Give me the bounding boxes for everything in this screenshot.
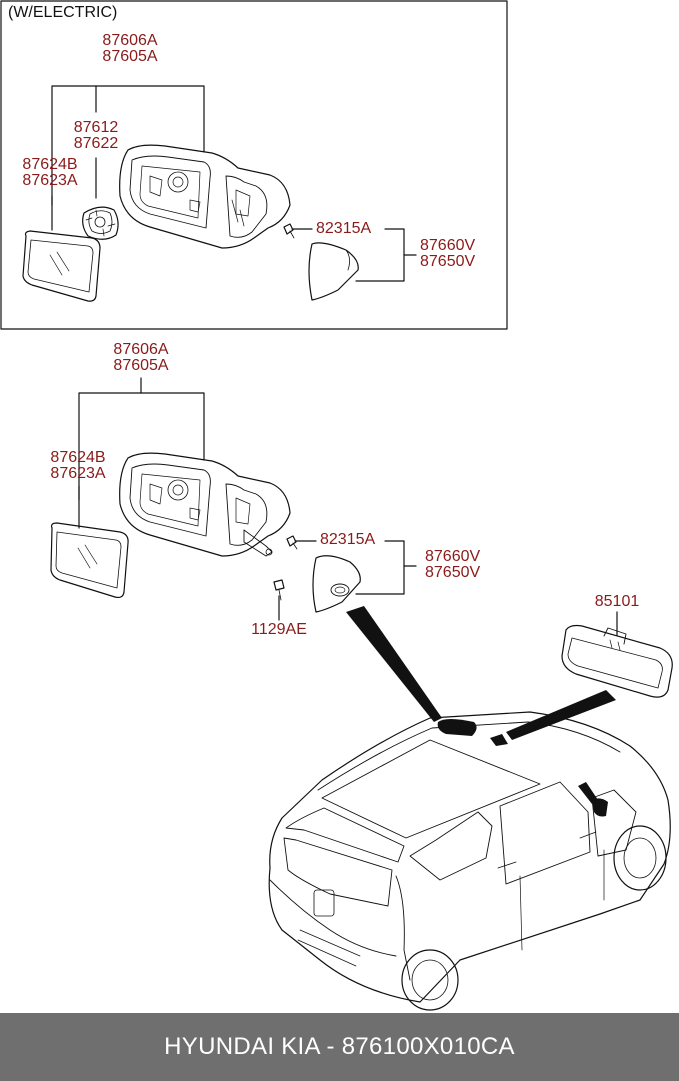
lower-bolt <box>273 579 285 601</box>
part-number-footer: HYUNDAI KIA - 876100X010CA <box>0 1013 679 1081</box>
location-pointers <box>346 606 616 817</box>
lower-mirror-housing <box>119 452 291 557</box>
diagram-drawing <box>0 0 673 1011</box>
label-lower-bolt: 1129AE <box>251 621 307 638</box>
lower-mirror-glass <box>50 522 129 599</box>
inner-rearview-mirror <box>561 624 673 698</box>
upper-leader-lines <box>51 85 417 282</box>
upper-mirror-housing <box>119 144 291 249</box>
footer-text: HYUNDAI KIA - 876100X010CA <box>164 1033 515 1060</box>
car-illustration <box>268 711 671 1011</box>
upper-screw <box>283 223 295 239</box>
upper-actuator <box>82 206 119 240</box>
box-title: (W/ELECTRIC) <box>8 4 118 21</box>
label-inner-mirror: 85101 <box>594 593 640 610</box>
label-lower-screw: 82315A <box>320 531 376 548</box>
lower-mirror-cover <box>312 555 361 613</box>
lower-leader-lines <box>78 377 618 636</box>
upper-mirror-glass <box>22 230 101 302</box>
label-upper-screw: 82315A <box>316 220 372 237</box>
electric-variant-frame <box>0 0 508 330</box>
upper-mirror-cover <box>308 242 359 301</box>
lower-screw <box>286 535 298 550</box>
